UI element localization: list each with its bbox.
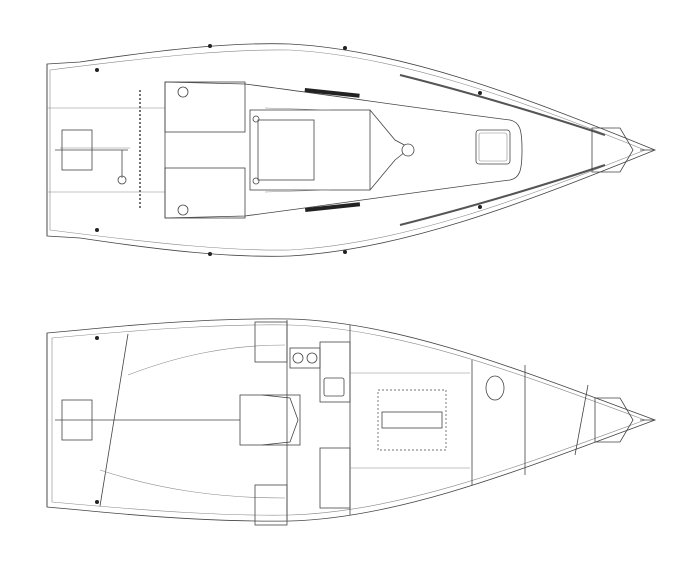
burner-icon: [292, 352, 304, 364]
engine-box: [239, 394, 301, 446]
winch-icon[interactable]: [252, 115, 260, 123]
port-toerail-track: [399, 164, 606, 226]
sink: [323, 377, 345, 397]
cockpit-seat-starboard: [164, 81, 246, 133]
stove: [289, 347, 321, 369]
anchor-locker[interactable]: [594, 397, 634, 443]
cleat-icon: [95, 336, 99, 340]
burner-icon: [306, 352, 318, 364]
toilet: [485, 375, 505, 401]
interior-layout: [46, 318, 657, 526]
genoa-track: [305, 202, 361, 212]
cleat-icon: [95, 500, 99, 504]
winch-icon[interactable]: [252, 177, 260, 185]
mast-icon: [401, 143, 415, 157]
forward-hatch[interactable]: [475, 129, 511, 165]
deck-plan: [46, 43, 657, 257]
chart-table: [319, 447, 351, 509]
mainsheet-block-icon: [117, 175, 127, 185]
stanchion-bases: [95, 44, 482, 256]
sliding-hatch[interactable]: [257, 119, 315, 181]
saloon-table[interactable]: [377, 389, 447, 451]
galley-counter: [319, 341, 351, 403]
quarter-berth-port: [254, 484, 288, 526]
starboard-toerail-track: [399, 74, 606, 136]
deck-hull-outline: [46, 43, 657, 257]
coachroof-outline: [164, 81, 523, 219]
genoa-track: [304, 88, 360, 98]
forward-hatch-inner: [478, 132, 508, 162]
companionway-hatch[interactable]: [249, 109, 371, 191]
bulkhead-chain-locker: [574, 384, 589, 456]
winch-icon[interactable]: [177, 204, 189, 216]
quarter-berth-starboard: [254, 321, 288, 363]
sheet-lead: [264, 107, 331, 111]
sheet-lead: [264, 189, 331, 193]
cockpit-seat-port: [164, 167, 246, 219]
saloon-table-leaf: [381, 411, 443, 429]
winch-icon[interactable]: [177, 86, 189, 98]
cockpit-sole: [99, 344, 286, 499]
companionway-steps: [261, 394, 299, 446]
anchor-locker[interactable]: [591, 127, 634, 173]
